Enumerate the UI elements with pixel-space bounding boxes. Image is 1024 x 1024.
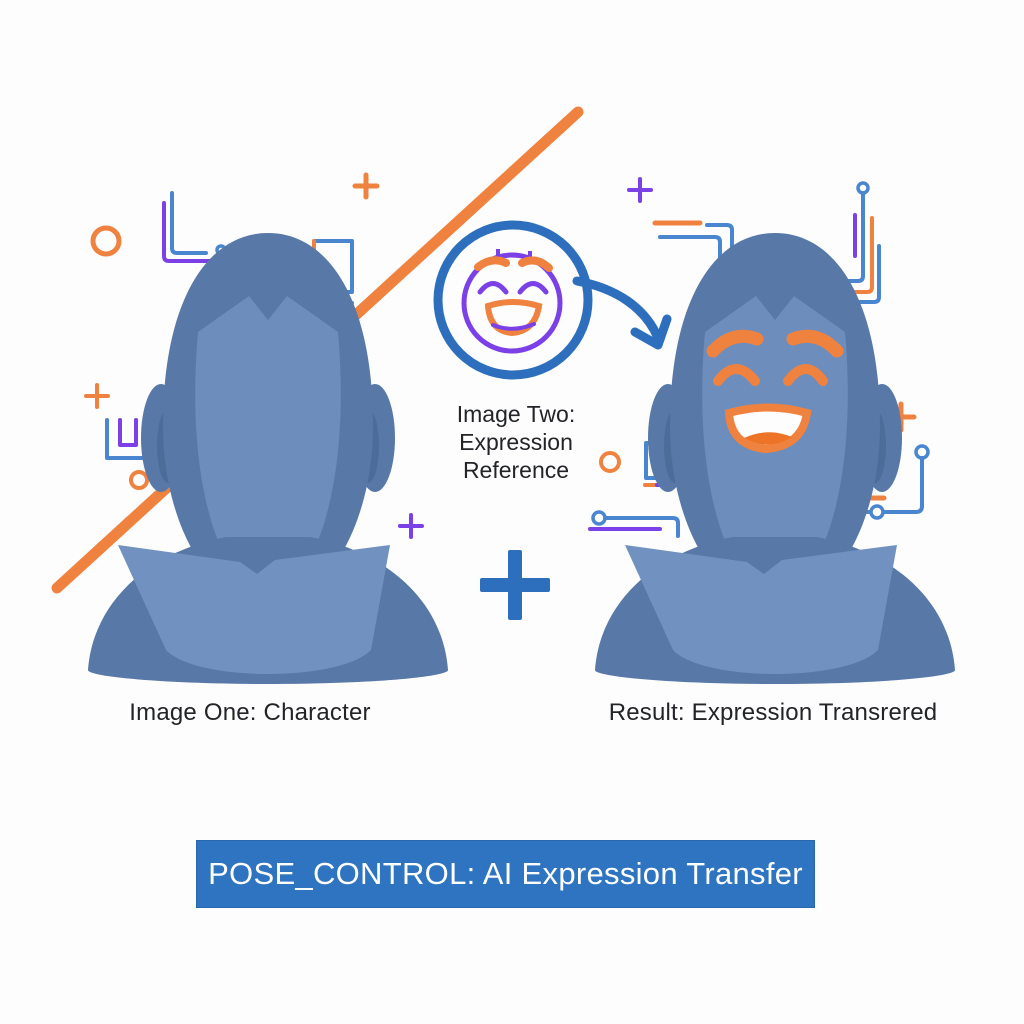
right-happy-eye xyxy=(517,281,549,295)
circuit-node-trace-icon xyxy=(840,191,865,283)
blue-corner-trace-icon xyxy=(658,235,722,264)
right-eyebrow xyxy=(518,256,553,272)
circuit-node-trace-icon xyxy=(603,516,680,538)
orange-plus-icon xyxy=(352,172,380,200)
title-banner-label: POSE_CONTROL: AI Expression Transfer xyxy=(208,856,803,891)
left-happy-eye xyxy=(713,364,760,386)
orange-circle-icon xyxy=(599,451,621,473)
left-eyebrow xyxy=(706,329,764,358)
reference-caption-line3: Reference xyxy=(462,457,570,483)
blue-corner-trace-icon xyxy=(705,223,734,254)
left-eyebrow xyxy=(474,256,510,271)
expression-reference-badge xyxy=(433,220,593,380)
reference-caption-line2: Expression xyxy=(459,429,573,455)
purple-corner-trace-icon xyxy=(162,201,212,263)
blue-corner-trace-icon xyxy=(846,244,881,304)
orange-plus-icon xyxy=(84,383,110,409)
orange-corner-trace-icon xyxy=(841,216,874,294)
purple-plus-icon xyxy=(398,513,424,539)
hair-tick xyxy=(528,251,532,260)
reference-caption-line1: Image Two: xyxy=(456,401,576,427)
curved-transfer-arrow-icon xyxy=(572,276,672,350)
purple-plus-icon xyxy=(627,177,653,203)
tongue xyxy=(744,432,792,445)
hair-tick xyxy=(496,249,500,258)
circuit-node-trace-icon xyxy=(882,456,924,514)
lower-lip-line xyxy=(491,322,536,331)
right-eyebrow xyxy=(786,329,844,358)
right-figure-caption: Result: Expression Transrered xyxy=(608,699,938,726)
trace-node-icon xyxy=(869,504,885,520)
reference-caption: Image Two: Expression Reference xyxy=(406,400,626,484)
transferred-expression-features xyxy=(706,329,844,454)
blue-corner-trace-icon xyxy=(170,191,208,255)
orange-circle-icon xyxy=(90,225,122,257)
title-banner: POSE_CONTROL: AI Expression Transfer xyxy=(196,840,815,908)
left-happy-eye xyxy=(477,281,509,295)
right-happy-eye xyxy=(783,364,828,386)
right-character-bust xyxy=(594,233,956,684)
left-figure-caption: Image One: Character xyxy=(129,699,371,726)
bracket-inner-icon xyxy=(118,418,138,447)
orange-circle-icon xyxy=(129,470,149,490)
plus-operator-icon xyxy=(480,550,550,620)
